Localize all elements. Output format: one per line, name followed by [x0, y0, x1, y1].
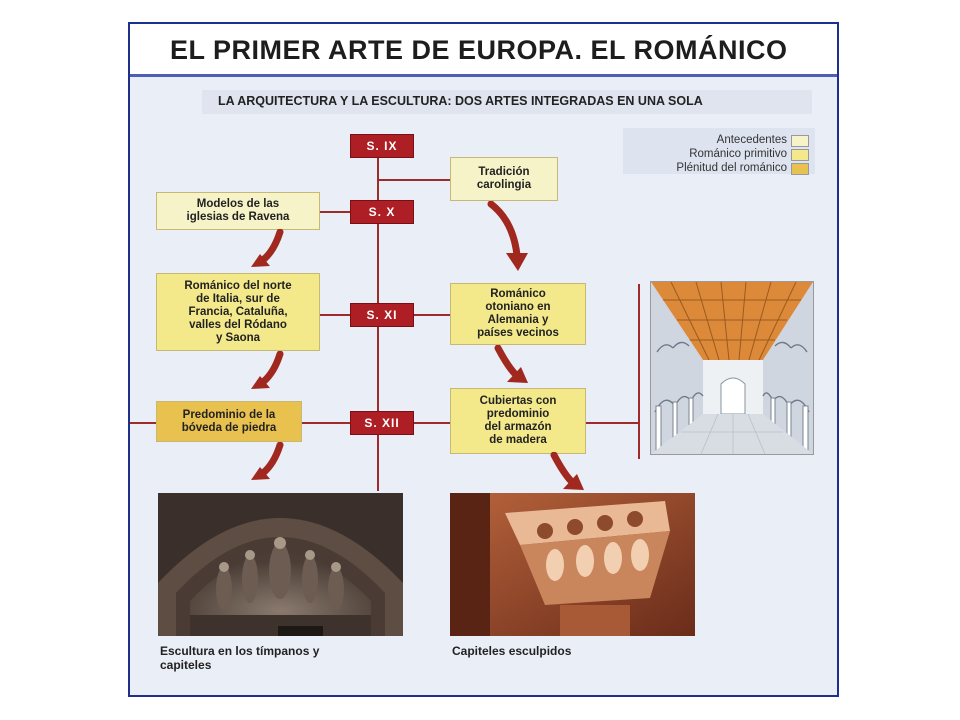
connector-norte-italia [320, 314, 350, 316]
box-text: Tradición carolingia [476, 166, 532, 191]
legend-label: Plénitud del románico [676, 162, 787, 174]
connector-tradicion [377, 179, 451, 181]
box-text: Modelos de las iglesias de Ravena [186, 198, 290, 223]
connector-left-edge [130, 422, 156, 424]
arrow-ravena-to-norte [251, 229, 284, 267]
box-romanico-otoniano: Románico otoniano en Alemania y países v… [450, 283, 586, 345]
legend-label: Antecedentes [716, 134, 787, 146]
caption-capitals: Capiteles esculpidos [452, 644, 572, 658]
connector-ravena [320, 211, 350, 213]
arrow-tradicion-to-otoniano [487, 201, 528, 271]
legend-label: Románico primitivo [689, 148, 787, 160]
basilica-interior-illustration [650, 281, 814, 455]
legend-item-antecedentes: Antecedentes [623, 134, 815, 148]
box-predominio-boveda: Predominio de la bóveda de piedra [156, 401, 302, 442]
legend-item-primitivo: Románico primitivo [623, 148, 815, 162]
arrow-otoniano-to-cubiertas [494, 345, 528, 383]
box-modelos-ravena: Modelos de las iglesias de Ravena [156, 192, 320, 230]
subtitle: LA ARQUITECTURA Y LA ESCULTURA: DOS ARTE… [218, 94, 703, 108]
box-romanico-norte-italia: Románico del norte de Italia, sur de Fra… [156, 273, 320, 351]
century-s-ix: S. IX [350, 134, 414, 158]
connector-basilica [586, 422, 639, 424]
arrow-cubiertas-to-capitals [550, 452, 584, 490]
legend-item-plenitud: Plénitud del románico [623, 162, 815, 176]
connector-basilica-bracket [638, 284, 640, 459]
century-s-x: S. X [350, 200, 414, 224]
title-rule [130, 74, 837, 77]
legend-swatch-antecedentes [791, 135, 809, 147]
box-text: Románico otoniano en Alemania y países v… [477, 288, 559, 339]
legend-swatch-plenitud [791, 163, 809, 175]
legend: Antecedentes Románico primitivo Plénitud… [623, 128, 815, 176]
connector-cubiertas [414, 422, 450, 424]
caption-tympanum: Escultura en los tímpanos y capiteles [160, 644, 320, 672]
century-s-xi: S. XI [350, 303, 414, 327]
box-text: Cubiertas con predominio del armazón de … [479, 395, 557, 446]
arrow-boveda-to-tympanum [251, 442, 284, 480]
century-s-xii: S. XII [350, 411, 414, 435]
connector-otoniano [414, 314, 450, 316]
diagram-frame: EL PRIMER ARTE DE EUROPA. EL ROMÁNICO LA… [128, 22, 839, 697]
box-text: Románico del norte de Italia, sur de Fra… [184, 279, 292, 344]
box-tradicion-carolingia: Tradición carolingia [450, 157, 558, 201]
connector-boveda [302, 422, 350, 424]
legend-swatch-primitivo [791, 149, 809, 161]
arrow-norte-to-boveda [251, 351, 284, 389]
subtitle-band [202, 90, 812, 114]
sculpted-capitals-photo [450, 493, 695, 636]
page-title: EL PRIMER ARTE DE EUROPA. EL ROMÁNICO [170, 35, 788, 65]
box-cubiertas-madera: Cubiertas con predominio del armazón de … [450, 388, 586, 454]
box-text: Predominio de la bóveda de piedra [181, 408, 277, 434]
title-band: EL PRIMER ARTE DE EUROPA. EL ROMÁNICO [130, 24, 837, 74]
tympanum-photo [158, 493, 403, 636]
